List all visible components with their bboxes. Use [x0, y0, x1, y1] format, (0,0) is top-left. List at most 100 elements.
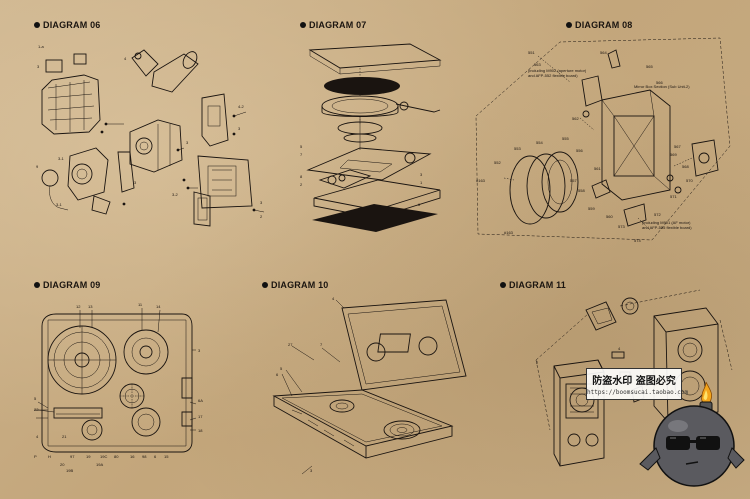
- svg-text:556: 556: [576, 148, 583, 153]
- watermark-box: 防盗水印 盗图必究 https://boomsucai.taobao.com: [586, 368, 689, 400]
- bullet-icon: [262, 282, 268, 288]
- cassette-case-drawing: 4 27 5 6 7 3: [272, 296, 467, 475]
- svg-text:Mirror Box Section (Sub Unit-2: Mirror Box Section (Sub Unit-2): [634, 84, 690, 89]
- svg-text:3: 3: [260, 200, 263, 205]
- bullet-icon: [500, 282, 506, 288]
- diagram-08-title: DIAGRAM 08: [566, 20, 633, 30]
- bullet-icon: [566, 22, 572, 28]
- svg-text:5: 5: [280, 366, 283, 371]
- svg-text:560: 560: [606, 214, 613, 219]
- watermark-text: 防盗水印 盗图必究: [592, 376, 676, 387]
- svg-text:#163: #163: [476, 178, 486, 183]
- svg-text:3: 3: [420, 172, 423, 177]
- tape-cartridge-drawing: 12 13 11 14 3 5 22 4 21 6A 17 18 P H 97 …: [34, 302, 203, 473]
- svg-text:18: 18: [198, 428, 203, 433]
- svg-text:569: 569: [670, 152, 677, 157]
- svg-text:19: 19: [86, 454, 91, 459]
- svg-text:19C: 19C: [100, 454, 107, 459]
- svg-text:3: 3: [310, 468, 313, 473]
- svg-text:557: 557: [570, 178, 577, 183]
- diagram-07: DIAGRAM 07 5 7 8: [300, 20, 460, 245]
- diagram-10-title: DIAGRAM 10: [262, 280, 329, 290]
- svg-text:97: 97: [70, 454, 75, 459]
- camera-mirror-box-exploded-drawing: 551 563 (including M902 (aperture motor)…: [475, 37, 731, 243]
- svg-text:3: 3: [37, 64, 40, 69]
- svg-text:3-1: 3-1: [58, 156, 65, 161]
- svg-text:6: 6: [418, 202, 421, 207]
- svg-text:19B: 19B: [66, 468, 73, 473]
- svg-text:12: 12: [76, 304, 81, 309]
- svg-text:5: 5: [34, 396, 37, 401]
- svg-text:3: 3: [186, 140, 189, 145]
- svg-text:17: 17: [198, 414, 203, 419]
- svg-text:7: 7: [320, 342, 323, 347]
- svg-text:P: P: [34, 454, 37, 459]
- svg-text:14: 14: [156, 304, 161, 309]
- svg-text:11: 11: [138, 302, 143, 307]
- svg-text:555: 555: [562, 136, 569, 141]
- diagram-11-title: DIAGRAM 11: [500, 280, 566, 290]
- svg-text:(including M902 (aperture moto: (including M902 (aperture motor): [528, 68, 587, 73]
- svg-text:572: 572: [654, 212, 661, 217]
- svg-text:561: 561: [594, 166, 601, 171]
- svg-text:571: 571: [670, 194, 677, 199]
- svg-text:80: 80: [114, 454, 119, 459]
- svg-text:15: 15: [164, 454, 169, 459]
- svg-text:4: 4: [332, 296, 335, 301]
- svg-text:6: 6: [276, 372, 279, 377]
- svg-text:564: 564: [600, 50, 607, 55]
- bullet-icon: [34, 22, 40, 28]
- diagram-09: DIAGRAM 09 12 13 11: [34, 280, 224, 480]
- svg-text:4: 4: [36, 434, 39, 439]
- svg-text:4-2: 4-2: [238, 104, 245, 109]
- svg-text:19A: 19A: [96, 462, 103, 467]
- speaker-exploded-drawing: 2 1 4: [535, 289, 733, 467]
- svg-text:3-1: 3-1: [56, 202, 63, 207]
- svg-text:13: 13: [88, 304, 93, 309]
- svg-text:3: 3: [134, 180, 137, 185]
- svg-text:566: 566: [656, 80, 663, 85]
- svg-text:2: 2: [260, 214, 263, 219]
- svg-text:1: 1: [420, 180, 423, 185]
- diagram-11: DIAGRAM 11 2 1 4: [500, 280, 740, 480]
- turntable-exploded-drawing: 5 7 8 2 3 1 6: [300, 43, 442, 232]
- svg-text:558: 558: [578, 188, 585, 193]
- svg-text:8: 8: [300, 174, 303, 179]
- svg-text:552: 552: [494, 160, 501, 165]
- svg-text:(including M901 (AF motor): (including M901 (AF motor): [642, 220, 691, 225]
- svg-text:2: 2: [300, 182, 303, 187]
- svg-text:6A: 6A: [198, 398, 203, 403]
- svg-text:H: H: [48, 454, 51, 459]
- svg-text:5: 5: [300, 144, 303, 149]
- diagram-07-title: DIAGRAM 07: [300, 20, 367, 30]
- svg-text:and AFP-552 flexible board): and AFP-552 flexible board): [528, 73, 578, 78]
- diagram-06-title: DIAGRAM 06: [34, 20, 101, 30]
- svg-text:98: 98: [142, 454, 147, 459]
- diagram-06: DIAGRAM 06 1-a 3 4 4-2 3 3 9 3-1: [34, 20, 274, 235]
- bullet-icon: [34, 282, 40, 288]
- svg-text:562: 562: [572, 116, 579, 121]
- svg-text:2: 2: [536, 360, 539, 365]
- svg-text:7: 7: [300, 152, 303, 157]
- svg-text:21: 21: [62, 434, 67, 439]
- bomb-mascot-icon: [639, 381, 745, 487]
- svg-text:3: 3: [198, 348, 201, 353]
- camcorder-exploded-drawing: 1-a 3 4 4-2 3 3 9 3-1 3-1 3: [36, 44, 265, 227]
- svg-text:20: 20: [60, 462, 65, 467]
- svg-text:573: 573: [618, 224, 625, 229]
- svg-text:567: 567: [674, 144, 681, 149]
- svg-text:565: 565: [646, 64, 653, 69]
- watermark-url: https://boomsucai.taobao.com: [587, 389, 689, 396]
- svg-text:4: 4: [618, 346, 621, 351]
- svg-text:3-2: 3-2: [172, 192, 179, 197]
- svg-text:27: 27: [288, 342, 293, 347]
- svg-text:1-a: 1-a: [38, 44, 45, 49]
- svg-text:570: 570: [686, 178, 693, 183]
- svg-text:6: 6: [154, 454, 157, 459]
- svg-text:568: 568: [682, 164, 689, 169]
- svg-text:3: 3: [238, 126, 241, 131]
- svg-text:16: 16: [130, 454, 135, 459]
- svg-text:574: 574: [634, 238, 641, 243]
- svg-text:#163: #163: [504, 230, 514, 235]
- svg-text:9: 9: [36, 164, 39, 169]
